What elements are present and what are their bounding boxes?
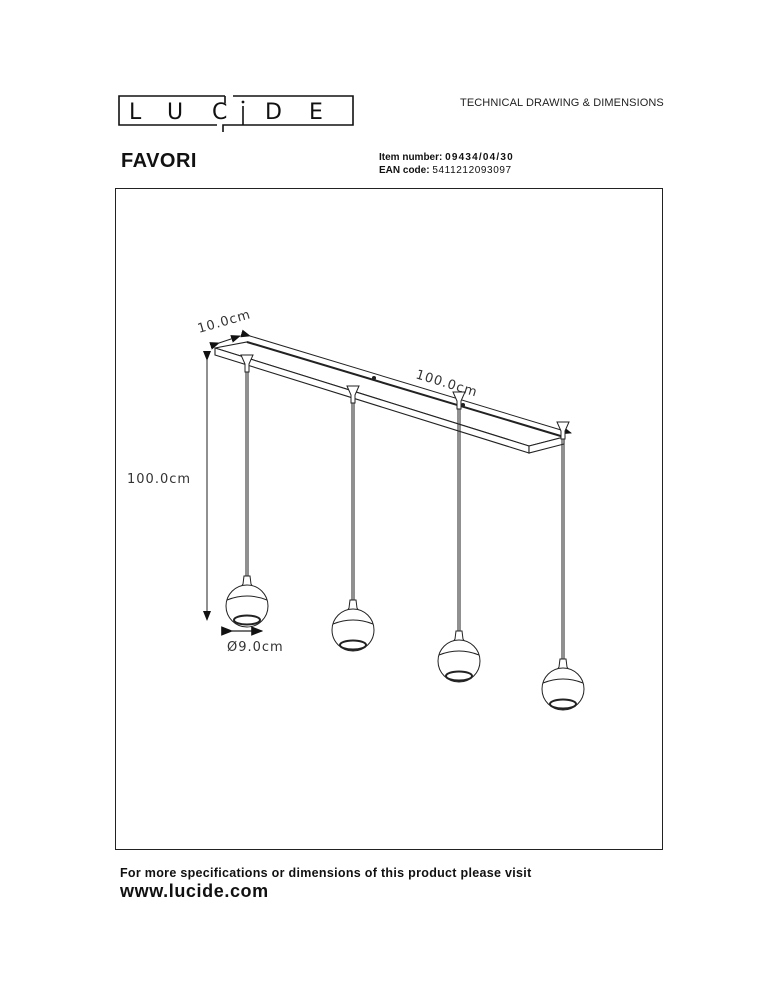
logo-letter-l: L bbox=[129, 100, 142, 125]
ean-row: EAN code: 5411212093097 bbox=[379, 164, 514, 177]
diameter-label: Ø9.0cm bbox=[227, 640, 284, 655]
logo-letter-e: E bbox=[309, 100, 323, 125]
footer-note: For more specifications or dimensions of… bbox=[120, 866, 532, 880]
dimension-length: 100.0cm bbox=[240, 329, 572, 435]
technical-drawing: 10.0cm 100.0cm 100.0cm Ø9.0cm bbox=[115, 188, 663, 850]
pendant-4 bbox=[541, 421, 585, 711]
logo-letter-u: U bbox=[167, 100, 183, 125]
item-number-row: Item number: 09434/04/30 bbox=[379, 151, 514, 164]
website-link[interactable]: www.lucide.com bbox=[120, 881, 269, 901]
ceiling-canopy bbox=[214, 341, 567, 454]
document-type: TECHNICAL DRAWING & DIMENSIONS bbox=[460, 97, 664, 109]
ean-label: EAN code: bbox=[379, 165, 430, 176]
height-label: 100.0cm bbox=[127, 472, 191, 487]
product-meta: Item number: 09434/04/30 EAN code: 54112… bbox=[379, 151, 514, 177]
dimension-height: 100.0cm bbox=[127, 351, 211, 621]
brand-logo: L U C I D E bbox=[117, 95, 355, 133]
pendant-3 bbox=[437, 391, 481, 683]
pendant-2 bbox=[331, 385, 375, 652]
width-label: 10.0cm bbox=[196, 307, 253, 337]
item-number-value: 09434/04/30 bbox=[445, 152, 514, 163]
item-number-label: Item number: bbox=[379, 152, 443, 163]
drawing-frame bbox=[115, 188, 663, 850]
logo-letter-d: D bbox=[265, 100, 282, 125]
pendant-1 bbox=[225, 354, 269, 628]
ean-value: 5411212093097 bbox=[432, 165, 512, 176]
dimension-width: 10.0cm bbox=[196, 307, 253, 350]
lucide-logo-icon: L U C I D E bbox=[118, 95, 354, 132]
product-name: FAVORI bbox=[121, 150, 197, 172]
logo-letter-c: C bbox=[212, 100, 227, 125]
